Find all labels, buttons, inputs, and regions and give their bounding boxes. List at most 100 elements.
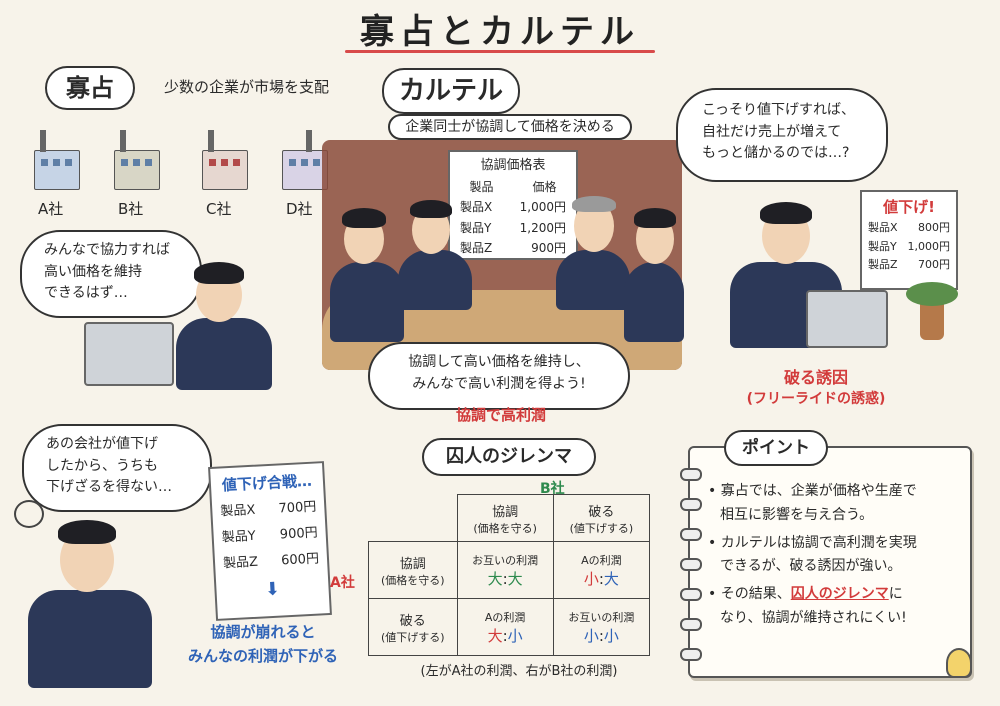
company-group [26,128,346,218]
matrix-col-header: 協調 (価格を守る) [456,494,554,542]
cartel-caption: 協調で高利潤 [455,406,546,424]
cell-separator: : [502,626,508,645]
cell-b-value: 大 [507,569,523,588]
factory-icon [282,150,328,190]
point-text: なり、協調が維持されにくい! [720,609,907,626]
sign-product: 製品X [868,221,898,234]
matrix-row-header: 破る (値下げする) [368,598,458,656]
businessman-figure [624,262,684,342]
businessman-figure [28,590,152,688]
cell-label: Aの利潤 [581,553,622,567]
speech-line: みんなで高い利潤を得よう! [412,375,586,392]
thought-line: 下げざるを得ない… [46,479,172,496]
matrix-footnote: (左がA社の利潤、右がB社の利潤) [420,664,618,679]
company-label-a: A社 [38,200,64,218]
thought-line: もっと儲かるのでは…? [702,145,850,162]
point-text: 寡占では、企業が価格や生産で [720,483,917,499]
cell-b-value: 小 [603,626,619,645]
ring-icon [680,558,702,571]
sign-product: 製品Y [868,239,897,253]
board-price: 900円 [531,240,566,255]
cell-label: Aの利潤 [484,610,526,624]
payoff-matrix: 協調 (価格を守る) 破る (値下げする) 協調 (価格を守る) お互いの利潤 … [368,494,651,656]
thought-line: 高い価格を維持 [44,263,142,280]
matrix-cell: Aの利潤 小:大 [552,541,651,599]
laptop-icon [806,290,888,348]
company-a-label: A社 [330,575,355,591]
point-item: • 寡占では、企業が価格や生産で 相互に影響を与え合う。 [708,480,960,528]
board-price: 1,000円 [519,200,566,215]
temptation-subcaption: (フリーライドの誘惑) [746,391,886,407]
thought-bubble: あの会社が値下げ したから、うちも 下げざるを得ない… [22,424,212,512]
sign-title: 値下げ! [883,198,935,216]
cell-label: お互いの利潤 [472,553,539,567]
hair-icon [194,262,244,284]
cartel-desc-box: 企業同士が協調して価格を決める [388,114,632,140]
price-war-caption: 協調が崩れると みんなの利潤が下がる [168,620,358,668]
sign-product: 製品Y [221,528,257,546]
point-item: • カルテルは協調で高利潤を実現 できるが、破る誘因が強い。 [708,532,960,580]
oligopoly-tag: 寡占 [45,66,135,110]
hair-icon [410,200,452,218]
col-header-sub: (値下げする) [569,521,634,535]
caption-line: みんなの利潤が下がる [187,647,338,665]
plant-icon [906,282,958,306]
board-title: 協調価格表 [480,158,546,173]
point-highlight: 囚人のジレンマ [790,586,889,603]
matrix-cell: お互いの利潤 大:大 [456,541,554,599]
sign-product: 製品X [220,502,256,520]
sign-price: 900円 [279,525,319,543]
thought-line: こっそり値下げすれば、 [702,102,856,118]
row-header-main: 協調 [399,556,426,572]
thought-line: あの会社が値下げ [46,436,158,452]
matrix-col-header: 破る (値下げする) [552,494,651,542]
sign-product: 製品Z [868,258,898,272]
sign-price: 800円 [918,221,950,234]
laptop-icon [84,322,174,386]
ring-icon [680,648,702,661]
oligopoly-description: 少数の企業が市場を支配 [164,78,330,96]
chimney-icon [208,130,214,152]
factory-icon [34,150,80,190]
temptation-caption: 破る誘因 [783,368,848,387]
plant-pot-icon [920,300,944,340]
chimney-icon [40,130,46,152]
businessman-figure [176,318,272,390]
board-product: 製品Z [460,240,493,255]
company-b-label: B社 [540,481,565,497]
col-header-main: 協調 [492,504,519,520]
sign-price: 700円 [278,499,317,517]
thought-line: したから、うちも [46,457,158,474]
factory-icon [114,150,160,190]
businessman-figure [556,250,630,310]
ring-icon [680,498,702,511]
point-text: 相互に影響を与え合う。 [720,506,874,523]
ring-icon [680,528,702,541]
cartel-tag: カルテル [382,68,520,114]
speech-line: 協調して高い価格を維持し、 [408,354,590,370]
sign-price: 600円 [280,551,320,569]
col-header-sub: (価格を守る) [473,521,537,535]
cell-b-value: 大 [603,569,619,588]
businessman-figure [330,262,404,342]
hair-icon [342,208,386,228]
cell-b-value: 小 [507,626,523,645]
company-label-c: C社 [206,200,232,218]
title-underline [345,50,655,53]
points-tag: ポイント [724,430,828,466]
company-label-b: B社 [118,200,144,218]
point-item: • その結果、囚人のジレンマに なり、協調が維持されにくい! [708,583,960,631]
thought-bubble: みんなで協力すれば 高い価格を維持 できるはず… [20,230,202,318]
thought-bubble: こっそり値下げすれば、 自社だけ売上が増えて もっと儲かるのでは…? [676,88,888,182]
caption-line: 協調が崩れると [210,623,316,641]
board-price: 1,200円 [519,220,566,235]
stress-scribble-icon [14,500,44,528]
company-label-d: D社 [286,200,313,218]
cell-separator: : [598,569,604,588]
matrix-cell: お互いの利潤 小:小 [552,598,651,656]
chimney-icon [120,130,126,152]
point-text: できるが、破る誘因が強い。 [720,558,902,575]
board-header: 製品 [469,180,494,195]
